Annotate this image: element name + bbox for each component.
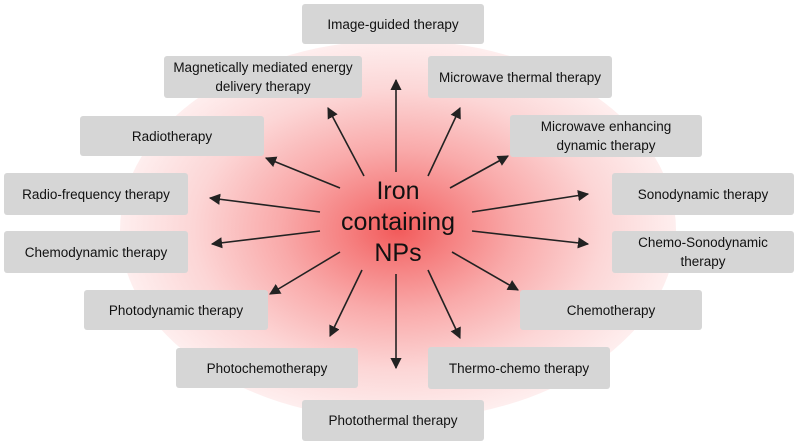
box-magnetically-mediated-energy-delivery-therapy: Magnetically mediated energy delivery th… [164,56,362,98]
center-line-3: NPs [374,239,422,267]
box-chemodynamic-therapy: Chemodynamic therapy [4,231,188,273]
box-sonodynamic-therapy: Sonodynamic therapy [612,173,794,215]
box-photodynamic-therapy: Photodynamic therapy [84,290,268,330]
arrow-radiotherapy [264,156,341,189]
box-radio-frequency-therapy: Radio-frequency therapy [4,173,188,215]
arrow-microwave-enhancing [449,155,509,189]
box-photochemotherapy: Photochemotherapy [176,348,358,388]
box-microwave-thermal-therapy: Microwave thermal therapy [428,56,612,98]
center-label: Iron containing NPs [318,176,478,269]
box-chemotherapy: Chemotherapy [520,290,702,330]
arrow-chemodynamic [210,230,321,249]
arrow-photochemotherapy [329,269,363,338]
arrow-magnetically-mediated [327,107,365,177]
arrow-chemo-sonodynamic [471,230,590,249]
arrow-chemotherapy [451,251,519,291]
box-chemo-sonodynamic-therapy: Chemo-Sonodynamic therapy [612,231,794,273]
arrow-sonodynamic [471,190,590,213]
center-line-2: containing [341,208,455,236]
arrow-photodynamic [269,251,341,295]
box-radiotherapy: Radiotherapy [80,116,264,156]
box-photothermal-therapy: Photothermal therapy [302,400,484,441]
box-microwave-enhancing-dynamic-therapy: Microwave enhancing dynamic therapy [510,115,702,157]
arrow-thermo-chemo [427,269,461,340]
box-thermo-chemo-therapy: Thermo-chemo therapy [428,347,610,389]
center-line-1: Iron [376,177,420,205]
arrow-radio-frequency [208,193,321,213]
arrow-microwave-thermal [427,106,461,177]
box-image-guided-therapy: Image-guided therapy [302,4,484,44]
